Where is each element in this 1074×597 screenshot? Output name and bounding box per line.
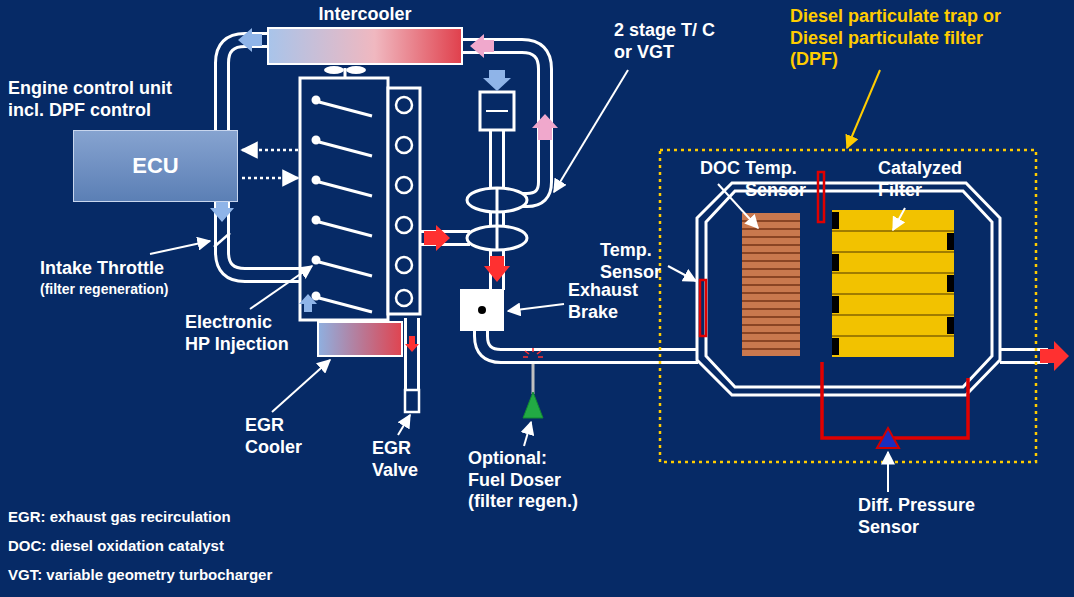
- component-note: (filter regeneration): [40, 281, 168, 297]
- component-label: EGR Valve: [372, 438, 418, 480]
- component-label: Optional: Fuel Doser (filter regen.): [468, 448, 578, 511]
- abbreviation-note: EGR: exhaust gas recirculation: [8, 508, 231, 525]
- component-label: Catalyzed Filter: [878, 158, 962, 200]
- abbreviation-note: DOC: diesel oxidation catalyst: [8, 537, 224, 554]
- sensor-label-box: Diff. Pressure Sensor: [858, 495, 998, 538]
- component-note-box: (filter regeneration): [40, 281, 190, 298]
- component-label-box: Intercooler: [300, 4, 430, 26]
- component-label: Engine control unit incl. DPF control: [8, 78, 172, 120]
- component-label: Intake Throttle: [40, 258, 164, 278]
- component-label-box: Optional: Fuel Doser (filter regen.): [468, 448, 585, 513]
- region-title-box: Diesel particulate trap or Diesel partic…: [790, 6, 1025, 71]
- sensor-label: Temp. Sensor: [600, 240, 661, 282]
- component-label: EGR Cooler: [245, 415, 302, 457]
- sensor-label: Diff. Pressure Sensor: [858, 495, 975, 537]
- sensor-label-box: Temp. Sensor: [600, 240, 670, 283]
- component-label-box: Engine control unit incl. DPF control: [8, 78, 198, 121]
- component-label: Exhaust Brake: [568, 280, 638, 322]
- component-label: Intercooler: [318, 4, 411, 24]
- control-unit-box: ECU: [73, 130, 238, 202]
- component-label-box: Exhaust Brake: [568, 280, 648, 323]
- component-label-box: DOC: [700, 158, 744, 180]
- region-title: Diesel particulate trap or Diesel partic…: [790, 6, 1001, 69]
- component-label-box: EGR Cooler: [245, 415, 320, 458]
- abbreviation-note: VGT: variable geometry turbocharger: [8, 566, 272, 583]
- sensor-label-box: Temp. Sensor: [745, 158, 813, 201]
- component-label-box: EGR Valve: [372, 438, 442, 481]
- component-label-box: 2 stage T/ C or VGT: [614, 20, 729, 63]
- component-label-box: Electronic HP Injection: [185, 312, 295, 355]
- node-label: ECU: [132, 153, 178, 179]
- abbreviation-note-box: DOC: diesel oxidation catalyst: [8, 537, 428, 555]
- abbreviation-note-box: EGR: exhaust gas recirculation: [8, 508, 428, 526]
- component-label: 2 stage T/ C or VGT: [614, 20, 715, 62]
- abbreviation-note-box: VGT: variable geometry turbocharger: [8, 566, 428, 584]
- sensor-label: Temp. Sensor: [745, 158, 806, 200]
- component-label: Electronic HP Injection: [185, 312, 289, 354]
- component-label-box: Catalyzed Filter: [878, 158, 978, 201]
- component-label-box: Intake Throttle: [40, 258, 190, 280]
- component-label: DOC: [700, 158, 740, 178]
